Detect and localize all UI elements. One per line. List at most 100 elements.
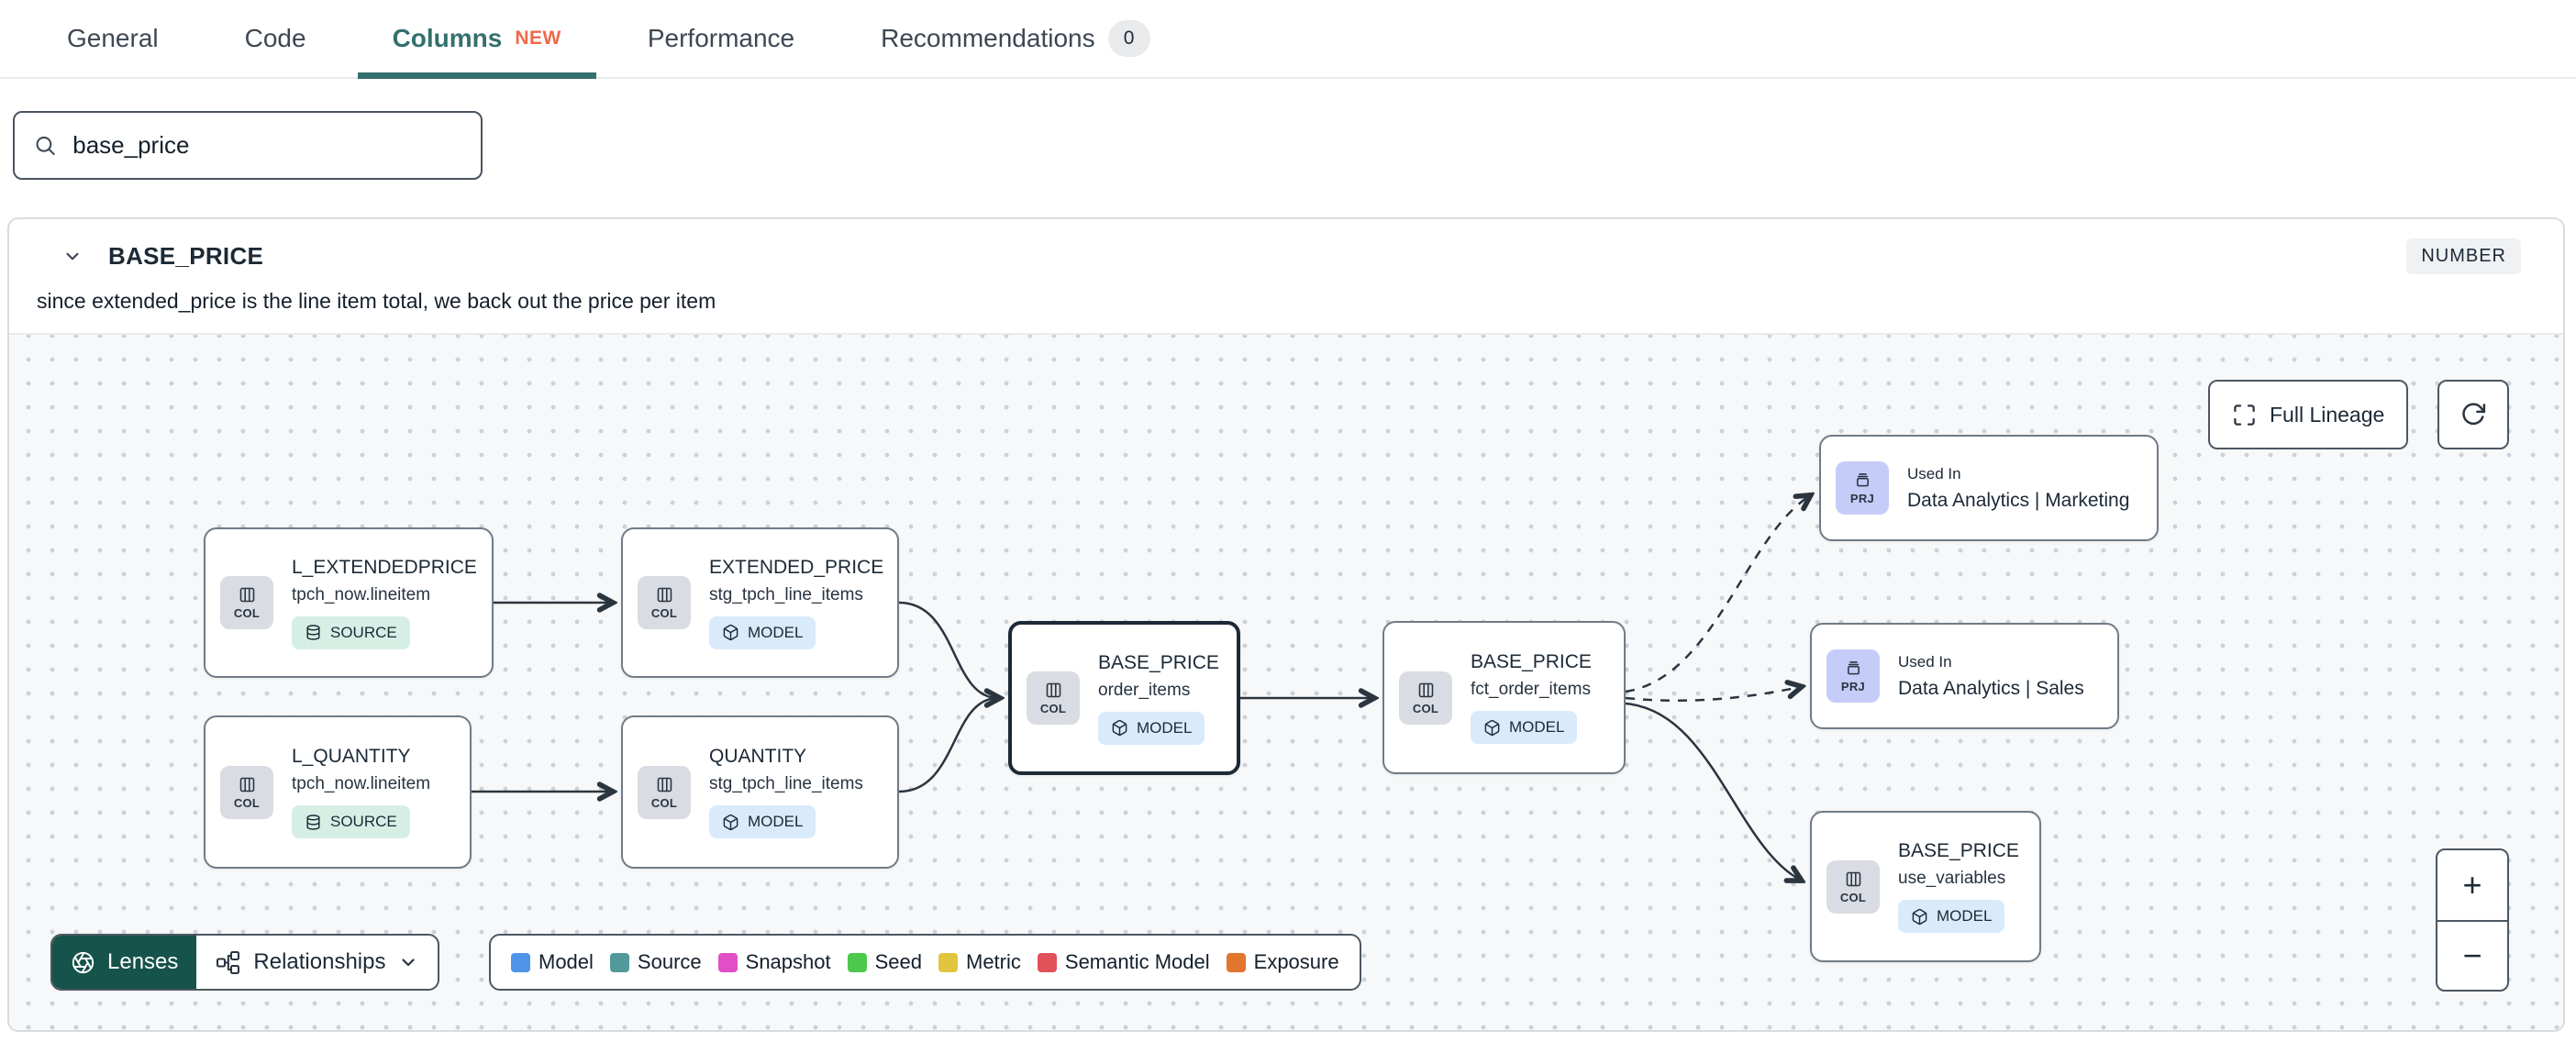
full-lineage-label: Full Lineage [2270, 402, 2385, 427]
refresh-button[interactable] [2437, 380, 2509, 449]
lineage-node-extended-price[interactable]: COL EXTENDED_PRICE stg_tpch_line_items M… [621, 527, 899, 678]
zoom-out-button[interactable]: − [2437, 919, 2507, 990]
legend-item-metric: Metric [938, 950, 1021, 974]
seed-swatch [847, 952, 867, 972]
resource-type-label: SOURCE [330, 813, 397, 830]
kind-label: PRJ [1849, 492, 1875, 505]
tab-columns-label: Columns [392, 24, 503, 52]
tab-bar: General Code Columns NEW Performance Rec… [0, 0, 2576, 79]
tab-performance[interactable]: Performance [613, 0, 829, 77]
lineage-node-l-quantity[interactable]: COL L_QUANTITY tpch_now.lineitem SOURCE [204, 715, 472, 869]
lineage-node-used-in-sales[interactable]: PRJ Used In Data Analytics | Sales [1810, 623, 2119, 729]
kind-label: COL [233, 606, 261, 620]
lenses-button[interactable]: Lenses [52, 936, 197, 989]
tab-recommendations[interactable]: Recommendations 0 [846, 0, 1184, 77]
cube-icon [723, 624, 738, 641]
resource-type-badge: MODEL [709, 805, 816, 838]
columns-icon [239, 777, 254, 792]
lineage-node-used-in-marketing[interactable]: PRJ Used In Data Analytics | Marketing [1819, 435, 2159, 541]
resource-type-label: MODEL [1509, 718, 1565, 736]
relationships-graph-icon [217, 950, 240, 974]
resource-type-badge: SOURCE [292, 805, 410, 838]
tab-general[interactable]: General [32, 0, 194, 77]
lenses-label: Lenses [107, 949, 179, 974]
columns-icon [657, 587, 672, 603]
node-body: L_QUANTITY tpch_now.lineitem SOURCE [292, 746, 430, 838]
column-card-header: BASE_PRICE NUMBER [9, 219, 2563, 280]
node-subtitle: fct_order_items [1471, 680, 1591, 699]
columns-icon [239, 587, 254, 603]
kind-label: PRJ [1840, 680, 1866, 693]
tab-performance-label: Performance [647, 24, 795, 52]
column-search-box [13, 111, 483, 180]
node-body: L_EXTENDEDPRICE tpch_now.lineitem SOURCE [292, 557, 477, 649]
node-subtitle: tpch_now.lineitem [292, 774, 431, 793]
node-body: BASE_PRICE fct_order_items MODEL [1471, 651, 1592, 744]
resource-type-label: MODEL [748, 813, 804, 830]
resource-type-badge: MODEL [1098, 711, 1205, 745]
relationships-dropdown[interactable]: Relationships [196, 936, 438, 989]
lineage-canvas[interactable]: COL L_EXTENDEDPRICE tpch_now.lineitem SO… [9, 333, 2563, 1030]
search-icon [36, 136, 55, 155]
resource-type-badge: MODEL [1898, 900, 2005, 933]
lineage-node-quantity[interactable]: COL QUANTITY stg_tpch_line_items MODEL [621, 715, 899, 869]
legend-label: Seed [874, 950, 922, 973]
zoom-in-button[interactable]: + [2437, 850, 2507, 920]
legend-label: Exposure [1253, 950, 1339, 973]
kind-label: COL [1412, 701, 1439, 715]
data-type-badge: NUMBER [2406, 238, 2521, 274]
lineage-node-base-price-use-variables[interactable]: COL BASE_PRICE use_variables MODEL [1810, 811, 2041, 962]
legend-item-semantic-model: Semantic Model [1037, 950, 1210, 974]
legend-label: Semantic Model [1064, 950, 1210, 973]
node-title: QUANTITY [709, 746, 807, 767]
new-badge: NEW [515, 28, 561, 49]
columns-icon [657, 777, 672, 792]
collapse-chevron-icon[interactable] [61, 244, 84, 268]
node-title: Data Analytics | Sales [1898, 677, 2084, 699]
node-body: QUANTITY stg_tpch_line_items MODEL [709, 746, 863, 838]
plus-icon: + [2462, 865, 2482, 903]
tab-columns[interactable]: Columns NEW [357, 0, 596, 79]
lineage-node-l-extendedprice[interactable]: COL L_EXTENDEDPRICE tpch_now.lineitem SO… [204, 527, 494, 678]
project-stack-icon [1856, 473, 1869, 487]
node-title: L_QUANTITY [292, 746, 411, 767]
columns-icon [1046, 682, 1060, 698]
cube-icon [1112, 719, 1127, 737]
column-card: BASE_PRICE NUMBER since extended_price i… [7, 217, 2565, 1032]
used-in-label: Used In [1907, 464, 1961, 482]
lenses-bar: Lenses Relationships [50, 934, 440, 991]
aperture-icon [72, 951, 94, 973]
kind-label: COL [1039, 702, 1067, 715]
column-kind-badge: COL [638, 765, 691, 819]
used-in-label: Used In [1898, 652, 1952, 671]
chevron-down-icon [402, 959, 416, 967]
resource-type-badge: MODEL [709, 615, 816, 649]
cube-icon [1912, 908, 1927, 925]
full-lineage-button[interactable]: Full Lineage [2208, 380, 2409, 449]
columns-icon [1846, 871, 1860, 886]
active-tab-indicator [357, 72, 596, 79]
tab-general-label: General [67, 24, 159, 52]
node-title: Data Analytics | Marketing [1907, 489, 2130, 511]
lineage-node-base-price-fct-order-items[interactable]: COL BASE_PRICE fct_order_items MODEL [1382, 621, 1626, 774]
relationships-label: Relationships [253, 949, 386, 974]
node-subtitle: tpch_now.lineitem [292, 584, 431, 604]
kind-label: COL [233, 795, 261, 810]
database-icon [306, 625, 320, 640]
node-title: BASE_PRICE [1471, 651, 1592, 672]
node-subtitle: stg_tpch_line_items [709, 584, 863, 604]
legend-label: Source [637, 950, 702, 973]
node-subtitle: stg_tpch_line_items [709, 774, 863, 793]
maximize-icon [2234, 404, 2255, 426]
lineage-node-base-price-order-items[interactable]: COL BASE_PRICE order_items MODEL [1008, 621, 1240, 775]
tab-code[interactable]: Code [210, 0, 341, 77]
resource-type-label: MODEL [1937, 907, 1993, 925]
node-title: BASE_PRICE [1898, 840, 2019, 861]
kind-label: COL [1839, 890, 1867, 904]
project-kind-badge: PRJ [1827, 649, 1880, 703]
search-input[interactable] [72, 131, 462, 160]
lineage-edges [472, 335, 2563, 1032]
legend-label: Snapshot [745, 950, 831, 973]
node-subtitle: order_items [1098, 680, 1191, 700]
